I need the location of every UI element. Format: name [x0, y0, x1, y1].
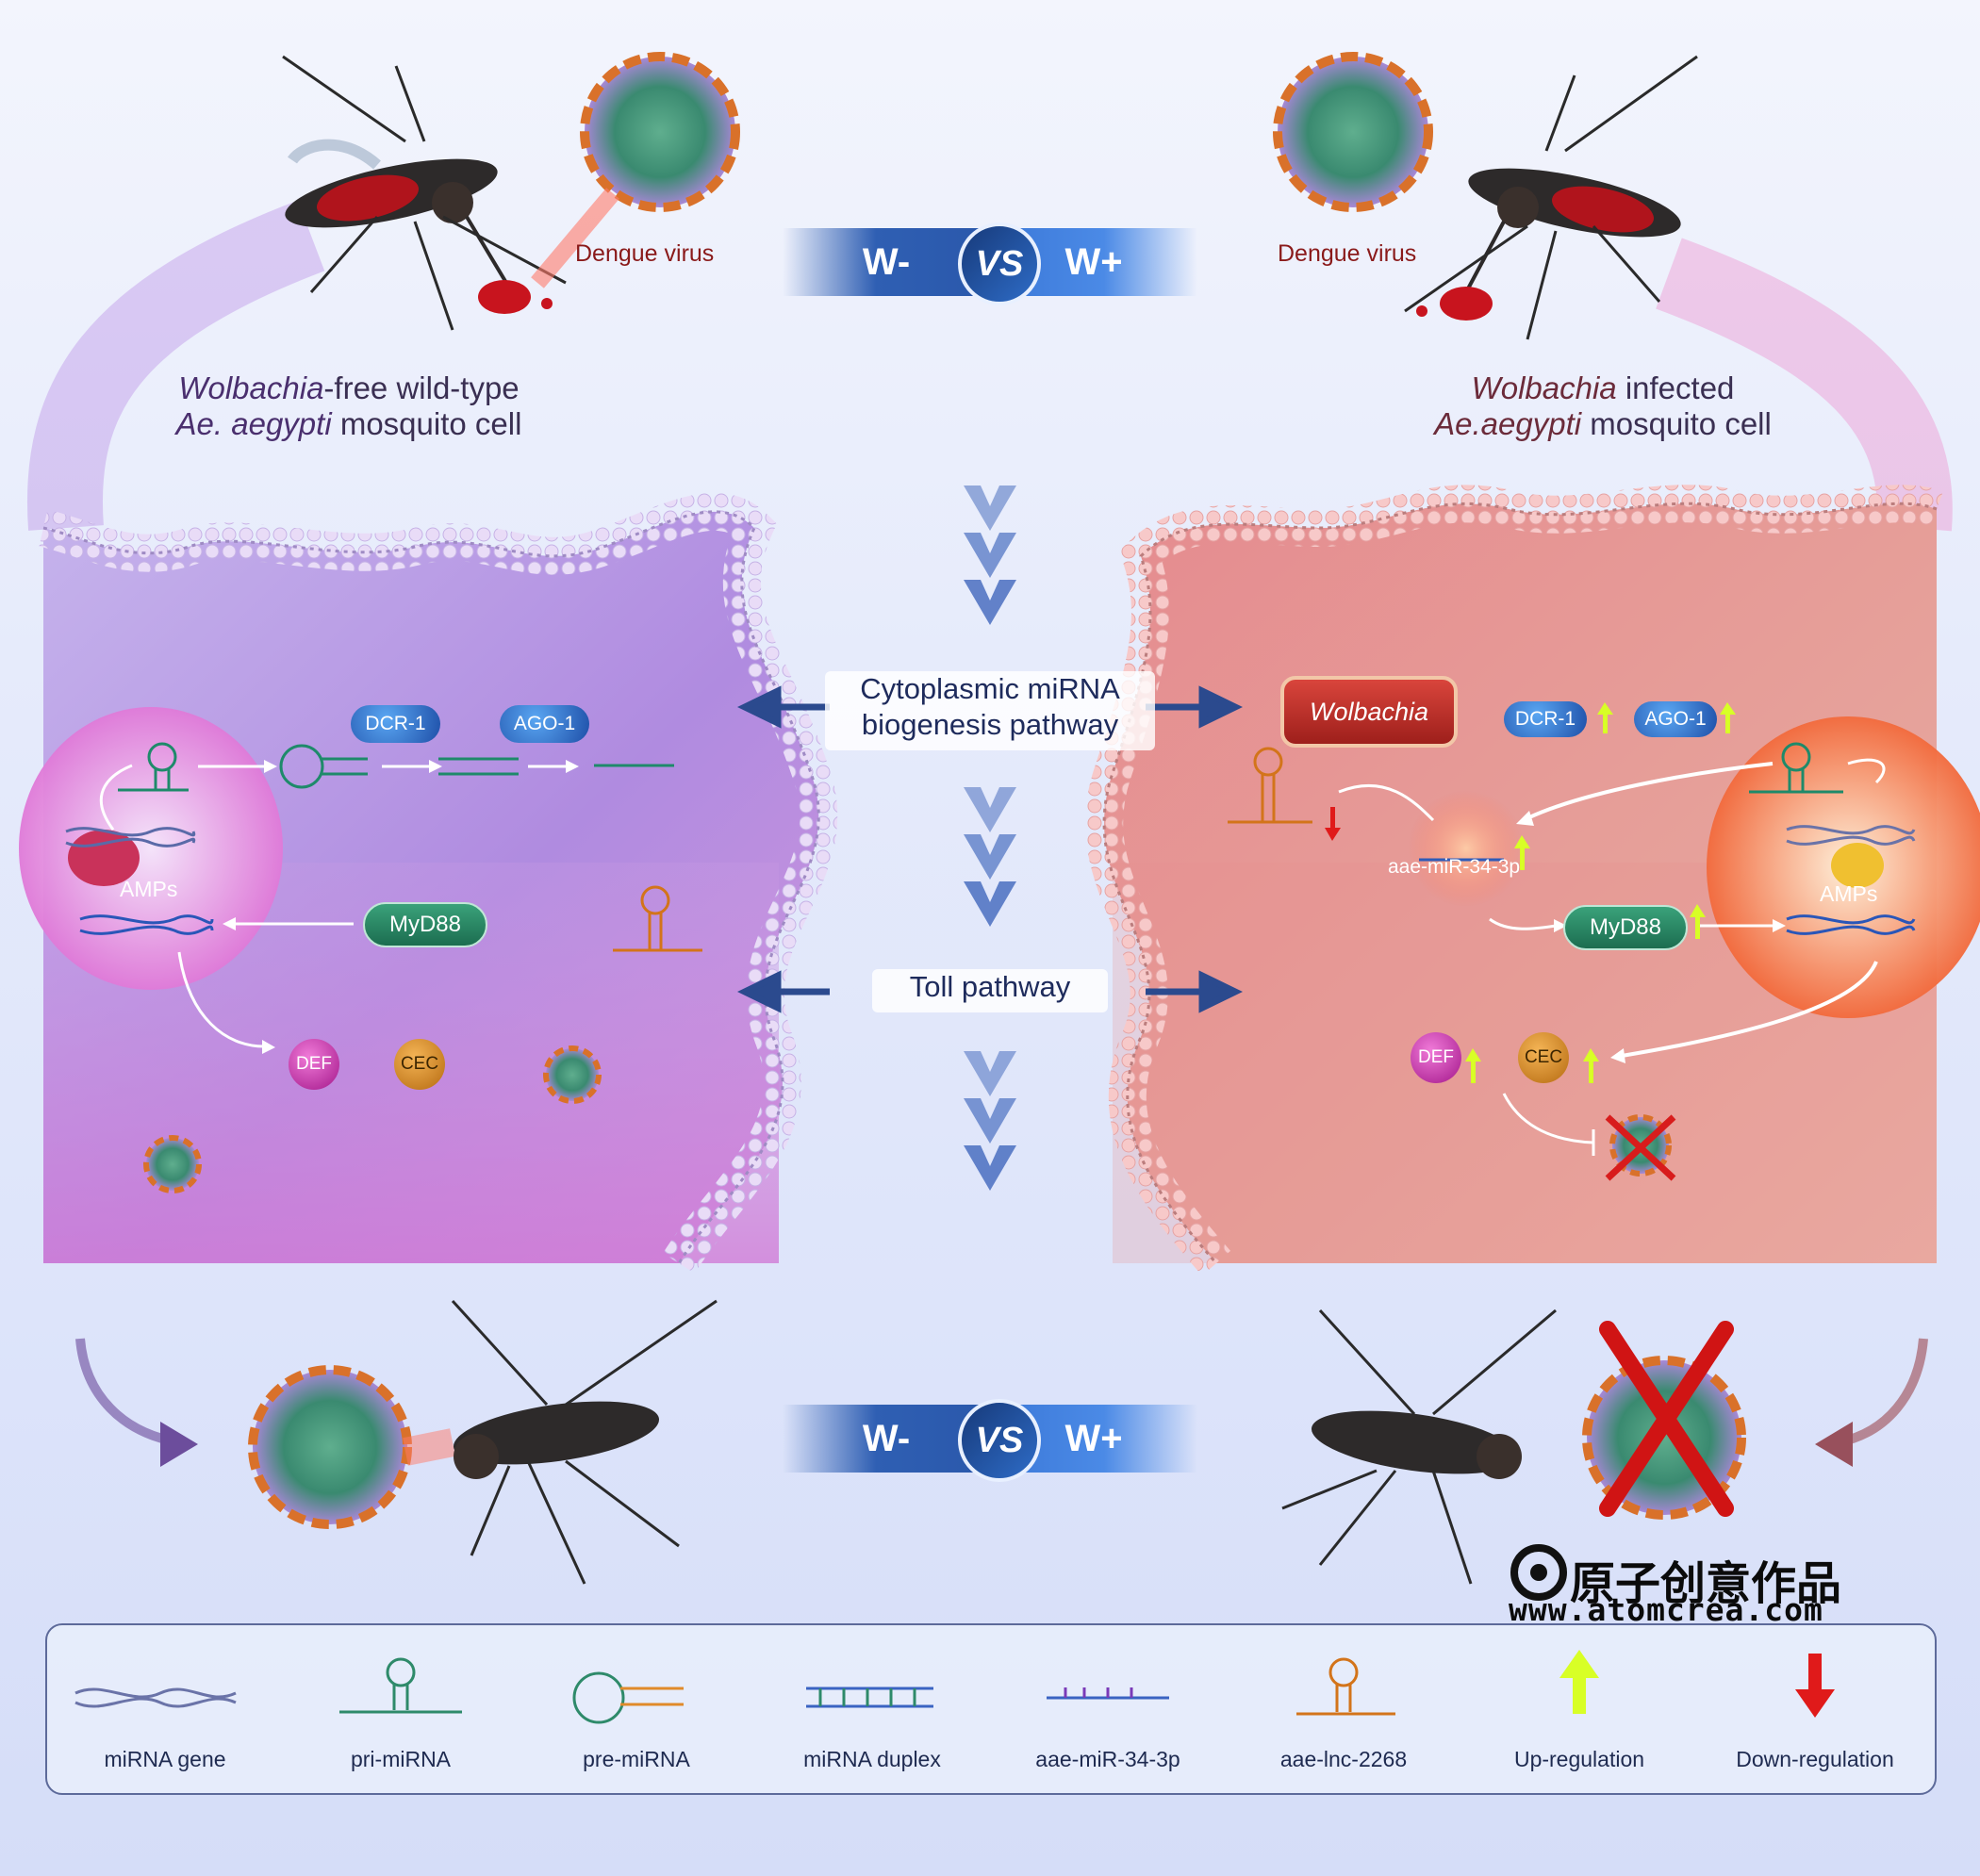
legend-label: aae-lnc-2268	[1279, 1747, 1408, 1771]
up-arrow-icon	[1559, 1650, 1599, 1714]
brand-name: 原子创意作品	[1570, 1559, 1842, 1609]
mature-mirna-icon	[1047, 1687, 1169, 1700]
legend-item: miRNA gene	[47, 1625, 283, 1793]
legend-item: aae-miR-34-3p	[990, 1625, 1226, 1793]
myd88-badge-left: MyD88	[363, 902, 487, 947]
vs-badge-bottom: VS	[958, 1399, 1041, 1482]
legend-label: Down-regulation	[1736, 1747, 1894, 1771]
vs-bar-top: W- W+ VS	[783, 222, 1197, 305]
dcr1-badge-right: DCR-1	[1504, 701, 1587, 737]
right-cell-caption: Wolbachia infected Ae.aegypti mosquito c…	[1434, 370, 1772, 441]
dengue-virus-label-left: Dengue virus	[575, 240, 715, 267]
vs-badge: VS	[958, 222, 1041, 305]
mosquito-top-left	[282, 52, 740, 331]
vs-left-label-bottom: W-	[783, 1405, 990, 1473]
mir-label-right: aae-miR-34-3p	[1388, 856, 1521, 878]
miRNA-pathway-label: Cytoplasmic miRNA biogenesis pathway	[825, 671, 1155, 750]
legend-item: Up-regulation	[1461, 1625, 1697, 1793]
cec-ball-left: CEC	[394, 1039, 445, 1090]
lncrna-hairpin-icon	[1296, 1657, 1395, 1716]
ago1-badge-left: AGO-1	[500, 705, 589, 743]
legend-item: miRNA duplex	[754, 1625, 990, 1793]
def-ball-right: DEF	[1411, 1032, 1461, 1083]
left-cell-caption: Wolbachia-free wild-type Ae. aegypti mos…	[175, 370, 522, 441]
legend-label: miRNA gene	[104, 1747, 226, 1771]
down-arrow-icon	[1795, 1654, 1835, 1718]
cec-ball-right: CEC	[1518, 1032, 1569, 1083]
toll-pathway-label: Toll pathway	[872, 969, 1108, 1012]
wolbachia-badge: Wolbachia	[1280, 676, 1458, 748]
mirna-duplex-icon	[806, 1687, 933, 1708]
dengue-virus-label-right: Dengue virus	[1278, 240, 1417, 267]
amps-label-right: AMPs	[1820, 881, 1878, 906]
myd88-badge-right: MyD88	[1563, 905, 1688, 950]
brand-url: www.atomcrea.com	[1509, 1591, 1823, 1628]
brand-logo-icon	[1510, 1544, 1567, 1601]
pre-mirna-loop-icon	[572, 1671, 684, 1724]
legend-label: miRNA duplex	[803, 1747, 941, 1771]
mosquito-bottom-left	[75, 1299, 718, 1585]
legend-label: Up-regulation	[1513, 1747, 1645, 1771]
dcr1-badge-left: DCR-1	[351, 705, 440, 743]
mosquito-top-right	[1273, 52, 1698, 340]
amps-label-left: AMPs	[120, 877, 178, 901]
vs-bar-bottom: W- W+ VS	[783, 1399, 1197, 1482]
legend-item: pri-miRNA	[283, 1625, 519, 1793]
legend-item: Down-regulation	[1697, 1625, 1933, 1793]
legend-label: pri-miRNA	[350, 1747, 452, 1771]
legend-item: pre-miRNA	[519, 1625, 754, 1793]
ago1-badge-right: AGO-1	[1634, 701, 1717, 737]
legend-label: pre-miRNA	[583, 1747, 690, 1771]
legend-label: aae-miR-34-3p	[1035, 1747, 1180, 1771]
legend-box: miRNA gene pri-miRNA pre-miRNA miRNA duplex…	[45, 1623, 1937, 1795]
dna-helix-icon	[74, 1687, 237, 1708]
vs-left-label: W-	[783, 228, 990, 296]
mosquito-bottom-right	[1281, 1308, 1928, 1585]
legend-item: aae-lnc-2268	[1226, 1625, 1461, 1793]
pri-mirna-hairpin-icon	[339, 1657, 462, 1714]
def-ball-left: DEF	[289, 1039, 339, 1090]
